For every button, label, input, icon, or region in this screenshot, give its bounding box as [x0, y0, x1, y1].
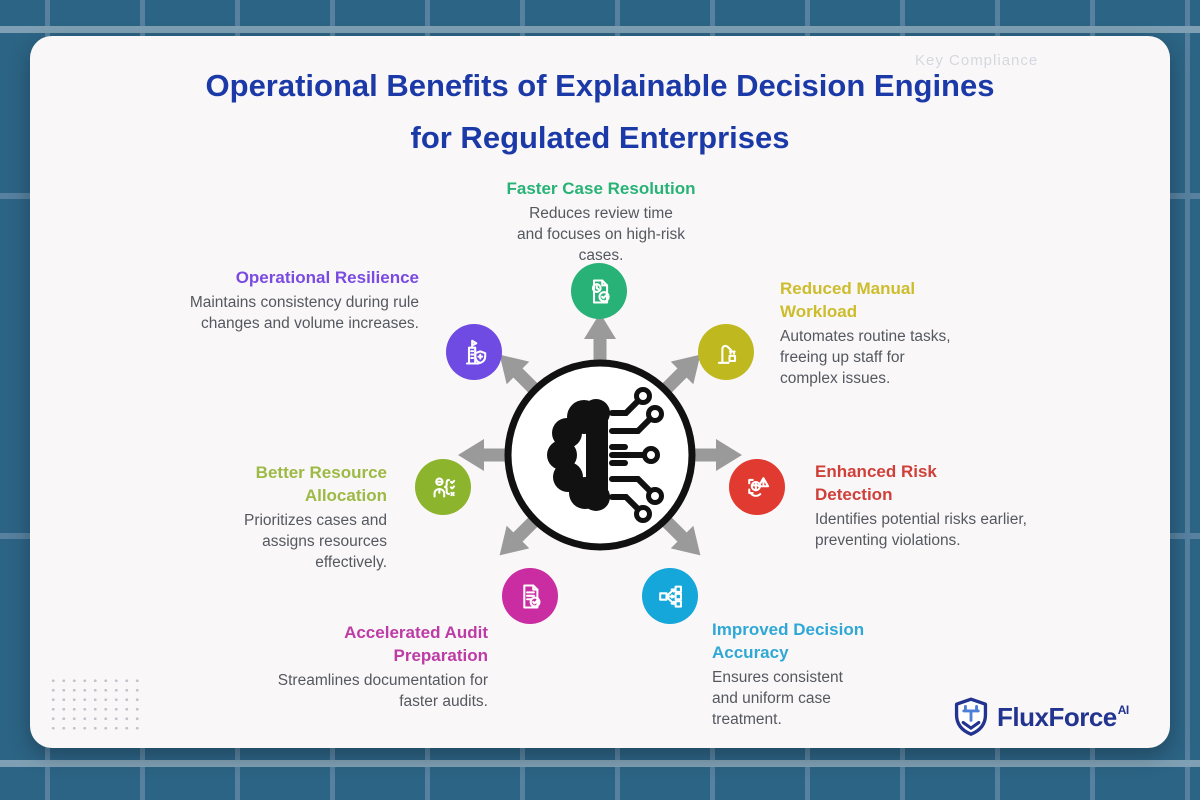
benefit-body: Reduces review time and focuses on high-… — [516, 205, 685, 264]
robotic-arm-icon — [698, 324, 754, 380]
benefit-improved-decision-accuracy: Improved Decision Accuracy Ensures consi… — [712, 618, 882, 730]
benefit-body: Identifies potential risks earlier, prev… — [815, 511, 1027, 549]
page-title-line1: Operational Benefits of Explainable Deci… — [205, 68, 995, 103]
benefit-body: Prioritizes cases and assigns resources … — [243, 512, 387, 571]
brand-logo: FluxForceAI — [953, 697, 1129, 737]
benefit-title: Accelerated Audit Preparation — [344, 623, 488, 665]
benefit-body: Automates routine tasks, freeing up staf… — [780, 328, 951, 387]
brand-word: FluxForce — [997, 701, 1117, 732]
person-checklist-icon — [415, 459, 471, 515]
benefit-faster-case-resolution: Faster Case Resolution Reduces review ti… — [451, 177, 751, 266]
benefit-enhanced-risk-detection: Enhanced Risk Detection Identifies poten… — [815, 460, 1095, 551]
shield-icon — [954, 697, 988, 736]
benefit-title: Reduced Manual Workload — [780, 279, 916, 321]
watermark-text: Key Compliance — [915, 52, 1039, 69]
benefit-accelerated-audit-preparation: Accelerated Audit Preparation Streamline… — [238, 621, 488, 712]
grid-line — [1185, 0, 1190, 800]
page-title-line2: for Regulated Enterprises — [410, 120, 790, 155]
benefit-title: Enhanced Risk Detection — [815, 462, 937, 504]
benefit-title: Better Resource Allocation — [255, 463, 387, 505]
benefit-body: Ensures consistent and uniform case trea… — [712, 669, 843, 728]
grid-line — [0, 760, 1200, 767]
benefit-operational-resilience: Operational Resilience Maintains consist… — [184, 266, 419, 334]
benefit-title: Operational Resilience — [235, 268, 419, 287]
benefit-better-resource-allocation: Better Resource Allocation Prioritizes c… — [197, 461, 387, 573]
brand-name: FluxForceAI — [997, 702, 1129, 733]
benefit-title: Faster Case Resolution — [506, 179, 696, 198]
page-title: Operational Benefits of Explainable Deci… — [60, 60, 1140, 164]
dot-grid-decoration — [48, 676, 142, 732]
document-clock-check-icon — [571, 263, 627, 319]
risk-scan-warning-icon — [729, 459, 785, 515]
grid-line — [0, 26, 1200, 33]
benefit-body: Streamlines documentation for faster aud… — [277, 672, 488, 710]
decision-branch-icon — [642, 568, 698, 624]
audit-document-check-icon — [502, 568, 558, 624]
brand-suffix: AI — [1117, 702, 1130, 717]
benefit-reduced-manual-workload: Reduced Manual Workload Automates routin… — [780, 277, 980, 389]
building-shield-icon — [446, 324, 502, 380]
benefit-body: Maintains consistency during rule change… — [189, 294, 419, 332]
benefit-title: Improved Decision Accuracy — [712, 620, 865, 662]
brain-circuit-icon — [504, 359, 696, 551]
